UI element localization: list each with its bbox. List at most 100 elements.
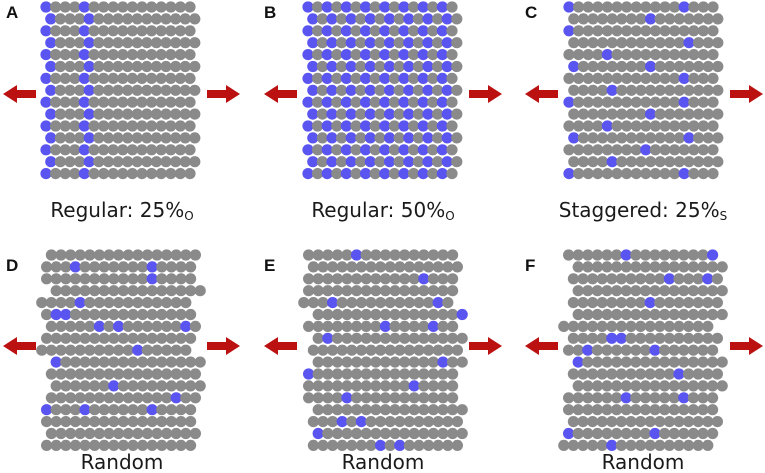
matrix-atom xyxy=(678,285,690,297)
solute-atom xyxy=(180,320,192,332)
matrix-atom xyxy=(341,308,353,321)
solute-atom xyxy=(113,320,125,332)
matrix-atom xyxy=(688,120,700,132)
solute-atom xyxy=(40,25,52,37)
matrix-atom xyxy=(146,1,158,13)
caption-c-main: Staggered: 25% xyxy=(558,198,720,222)
caption-a-main: Regular: 25% xyxy=(50,198,185,222)
matrix-atom xyxy=(107,144,119,156)
matrix-atom xyxy=(98,332,110,344)
solute-atom xyxy=(441,132,453,144)
arrow-right-c xyxy=(730,85,763,103)
matrix-atom xyxy=(399,285,411,297)
matrix-atom xyxy=(423,261,435,273)
matrix-atom xyxy=(635,132,647,144)
matrix-atom xyxy=(365,297,377,309)
matrix-atom xyxy=(640,168,652,180)
matrix-atom xyxy=(702,156,714,168)
matrix-atom xyxy=(355,132,367,144)
arrow-right-a xyxy=(207,85,240,103)
matrix-atom xyxy=(74,13,86,25)
matrix-atom xyxy=(331,120,343,132)
matrix-atom xyxy=(635,416,647,428)
matrix-atom xyxy=(625,273,637,285)
matrix-atom xyxy=(50,120,62,132)
matrix-atom xyxy=(316,60,328,73)
solute-atom xyxy=(40,120,52,132)
matrix-atom xyxy=(117,273,129,285)
matrix-atom xyxy=(712,156,724,168)
matrix-atom xyxy=(577,320,589,332)
matrix-atom xyxy=(587,37,599,49)
matrix-atom xyxy=(432,261,444,273)
matrix-atom xyxy=(577,108,589,120)
matrix-atom xyxy=(316,13,328,25)
matrix-atom xyxy=(447,427,459,440)
matrix-atom xyxy=(108,273,120,285)
solute-atom xyxy=(678,392,690,404)
matrix-atom xyxy=(137,380,149,392)
matrix-atom xyxy=(683,84,695,96)
matrix-atom xyxy=(572,404,584,416)
matrix-atom xyxy=(635,439,647,451)
solute-atom xyxy=(302,49,314,61)
matrix-atom xyxy=(413,261,425,273)
matrix-atom xyxy=(601,285,613,297)
solute-atom xyxy=(326,13,338,25)
matrix-atom xyxy=(432,156,444,168)
matrix-atom xyxy=(103,249,115,261)
caption-b-sub: O xyxy=(445,209,455,223)
matrix-atom xyxy=(141,368,153,380)
matrix-atom xyxy=(180,344,192,356)
matrix-atom xyxy=(616,132,628,144)
matrix-atom xyxy=(65,392,77,404)
matrix-atom xyxy=(592,72,604,84)
matrix-atom xyxy=(370,404,382,416)
matrix-atom xyxy=(189,13,201,25)
matrix-atom xyxy=(418,404,430,416)
solute-atom xyxy=(326,108,338,120)
matrix-atom xyxy=(427,25,439,37)
solute-atom xyxy=(360,25,372,37)
matrix-atom xyxy=(312,332,324,344)
matrix-atom xyxy=(74,320,86,332)
matrix-atom xyxy=(155,96,167,108)
matrix-atom xyxy=(587,332,599,344)
matrix-atom xyxy=(122,427,134,440)
matrix-atom xyxy=(379,332,391,344)
solute-atom xyxy=(40,144,52,156)
matrix-atom xyxy=(616,37,628,49)
matrix-atom xyxy=(369,1,381,13)
matrix-atom xyxy=(103,368,115,380)
solute-atom xyxy=(336,416,348,428)
matrix-atom xyxy=(79,356,91,368)
matrix-atom xyxy=(174,25,186,37)
matrix-atom xyxy=(630,249,642,261)
matrix-atom xyxy=(659,72,671,84)
matrix-atom xyxy=(649,120,661,132)
matrix-atom xyxy=(577,332,589,344)
matrix-atom xyxy=(122,320,134,332)
matrix-atom xyxy=(664,37,676,49)
solute-atom xyxy=(40,168,52,180)
matrix-atom xyxy=(156,439,168,451)
matrix-atom xyxy=(389,285,401,297)
matrix-atom xyxy=(577,297,589,309)
matrix-atom xyxy=(379,392,391,404)
solute-atom xyxy=(403,60,415,73)
caption-e-main: Random xyxy=(341,450,425,473)
matrix-atom xyxy=(369,96,381,108)
matrix-atom xyxy=(141,320,153,332)
matrix-atom xyxy=(427,96,439,108)
arrow-left-a xyxy=(3,85,36,103)
solute-atom xyxy=(456,308,468,321)
matrix-atom xyxy=(137,273,149,285)
solute-atom xyxy=(360,120,372,132)
solute-atom xyxy=(441,60,453,73)
solute-atom xyxy=(307,156,319,168)
matrix-atom xyxy=(408,356,420,368)
matrix-atom xyxy=(451,37,463,49)
matrix-atom xyxy=(150,13,162,25)
matrix-atom xyxy=(351,320,363,332)
matrix-atom xyxy=(156,285,168,297)
